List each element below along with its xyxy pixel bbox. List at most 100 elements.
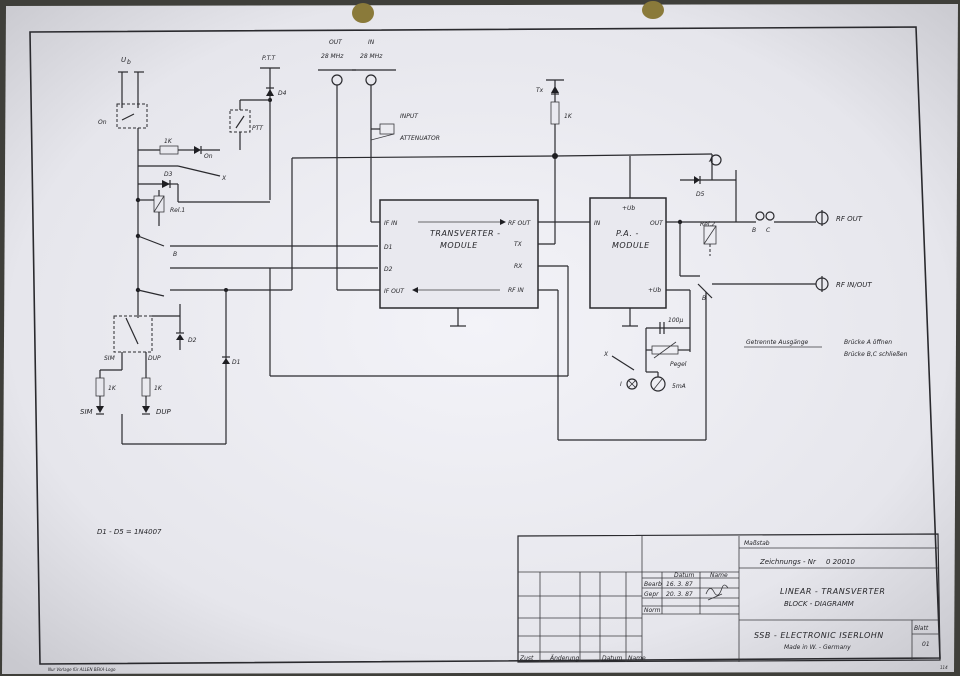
- transverter-tx: TX: [514, 241, 523, 248]
- name-label: Name: [628, 655, 646, 662]
- switch-b-mark: B: [173, 251, 177, 258]
- in-label: IN: [368, 39, 375, 46]
- pa-in: IN: [594, 220, 601, 227]
- transverter-rx: RX: [514, 263, 523, 270]
- name-header: Name: [710, 572, 728, 579]
- transverter-c-d2: D2: [384, 266, 393, 273]
- rf-out-label: RF OUT: [836, 215, 863, 223]
- resistor-1k-top-label: 1K: [164, 138, 173, 145]
- pa-out: OUT: [650, 220, 664, 227]
- gepr-date: 20. 3. 87: [666, 591, 693, 598]
- ub-sub-label: b: [127, 59, 131, 66]
- footer-right: 114: [940, 665, 948, 670]
- input-attenuator-label-2: ATTENUATOR: [399, 135, 440, 142]
- sim-label: SIM: [104, 355, 116, 362]
- resistor-1k-sim-label: 1K: [108, 385, 117, 392]
- x-mid-label: X: [603, 351, 609, 358]
- rf-inout-label: RF IN/OUT: [836, 281, 872, 289]
- massstab-label: Maßstab: [744, 540, 770, 547]
- punch-hole-left: [352, 3, 374, 23]
- pa-box: [589, 197, 667, 309]
- rel2-label: Rel.2: [700, 221, 715, 228]
- tx-bus-top: [291, 155, 556, 159]
- bridge-a-icon: [710, 154, 722, 166]
- d5-diode-icon: [694, 176, 700, 184]
- gepr-label: Gepr: [644, 591, 659, 598]
- blatt-label: Blatt: [914, 625, 929, 632]
- datum-label: Datum: [602, 655, 622, 662]
- transverter-if-out: IF OUT: [384, 288, 405, 295]
- pa-title-1: P.A. -: [616, 229, 639, 238]
- led-on-icon: [194, 146, 201, 154]
- left-control-section: U b On 1K On X D3 Rel.1 B: [80, 56, 378, 536]
- diode-note: D1 - D5 = 1N4007: [97, 528, 162, 536]
- title-line-1: LINEAR - TRANSVERTER: [780, 587, 885, 596]
- if-connectors: OUT 28 MHz IN 28 MHz INPUT ATTENUATOR: [318, 39, 440, 291]
- norm-label: Norm: [644, 607, 661, 614]
- bridge-b-icon: [755, 211, 765, 221]
- d3-label: D3: [164, 171, 173, 178]
- transverter-if-in: IF IN: [384, 220, 398, 227]
- signature-mark: [705, 584, 729, 601]
- transverter-rf-out: RF OUT: [508, 220, 532, 227]
- made-in: Made in W. - Germany: [784, 644, 851, 651]
- lamp-icon: [626, 378, 638, 390]
- note-title: Getrennte Ausgänge: [746, 339, 809, 346]
- zeichnungs-nr-label: Zeichnungs - Nr: [759, 558, 817, 566]
- out-freq-label: 28 MHz: [321, 53, 344, 60]
- transverter-title-2: MODULE: [440, 241, 478, 250]
- transverter-c-d1: D1: [384, 244, 392, 251]
- d3-diode-icon: [162, 180, 170, 188]
- resistor-1k-tx-label: 1K: [564, 113, 573, 120]
- note-line-1: Brücke A öffnen: [844, 339, 892, 346]
- pa-module: P.A. - MODULE +Ub OUT IN +Ub: [589, 156, 667, 327]
- x-top-label: X: [221, 175, 227, 182]
- datum-header: Datum: [674, 572, 694, 579]
- in-freq-label: 28 MHz: [360, 53, 383, 60]
- dup-label: DUP: [148, 355, 161, 362]
- d4-diode-icon: [266, 89, 274, 96]
- tx-label: Tx: [536, 87, 544, 94]
- bridge-b-label: B: [752, 227, 756, 234]
- tx-led-icon: [551, 86, 559, 93]
- ptt-section: P.T.T D4 PTT: [178, 55, 287, 203]
- aenderung-label: Änderung: [549, 655, 579, 662]
- ptt-label: P.T.T: [262, 55, 277, 62]
- led-dup-icon: [142, 406, 150, 413]
- ptt-switch-label: PTT: [252, 125, 264, 132]
- note-line-2: Brücke B,C schließen: [844, 351, 908, 358]
- bearb-label: Bearb: [644, 581, 662, 588]
- transverter-module: TRANSVERTER - MODULE IF IN D1 D2 IF OUT …: [379, 199, 539, 327]
- out-label: OUT: [329, 39, 343, 46]
- d2-diode-icon: [176, 334, 184, 340]
- d2-label: D2: [188, 337, 197, 344]
- transverter-title-1: TRANSVERTER -: [430, 229, 501, 238]
- pot-label: Pegel: [670, 361, 687, 368]
- bearb-date: 16. 3. 87: [666, 581, 693, 588]
- led-dup-label: DUP: [156, 408, 172, 416]
- output-relay-section: A D5 Rel.2 B B C RF OUT RF IN/OUT: [666, 154, 872, 302]
- company-name: SSB - ELECTRONIC ISERLOHN: [754, 631, 884, 640]
- title-line-2: BLOCK - DIAGRAMM: [784, 600, 854, 608]
- rel1-label: Rel.1: [170, 207, 185, 214]
- tx-led-section: Tx 1K: [536, 79, 573, 159]
- ub-label: U: [121, 56, 126, 64]
- d1-label: D1: [232, 359, 240, 366]
- resistor-1k-dup-label: 1K: [154, 385, 163, 392]
- bridge-a-label: A: [708, 157, 713, 164]
- led-on-label: On: [204, 153, 213, 160]
- cap-label: 100µ: [668, 317, 683, 324]
- title-block: Maßstab Zeichnungs - Nr 0 20010 Datum Na…: [517, 533, 941, 663]
- lamp-label: I: [620, 381, 622, 388]
- footer-left: Nur Vorlage für ALLEN BEKA-Logo: [48, 667, 116, 672]
- metering-section: 100µ Pegel 5mA X I: [603, 289, 691, 392]
- transverter-rf-in: RF IN: [508, 287, 524, 294]
- sim-dup-switch: [113, 315, 153, 353]
- switch-b-mark-2: B: [702, 295, 706, 302]
- punch-hole-right: [642, 1, 664, 19]
- bridge-c-icon: [765, 211, 775, 221]
- zeichnungs-nr: 0 20010: [826, 558, 855, 566]
- zust-label: Zust: [519, 655, 534, 662]
- d4-label: D4: [278, 90, 287, 97]
